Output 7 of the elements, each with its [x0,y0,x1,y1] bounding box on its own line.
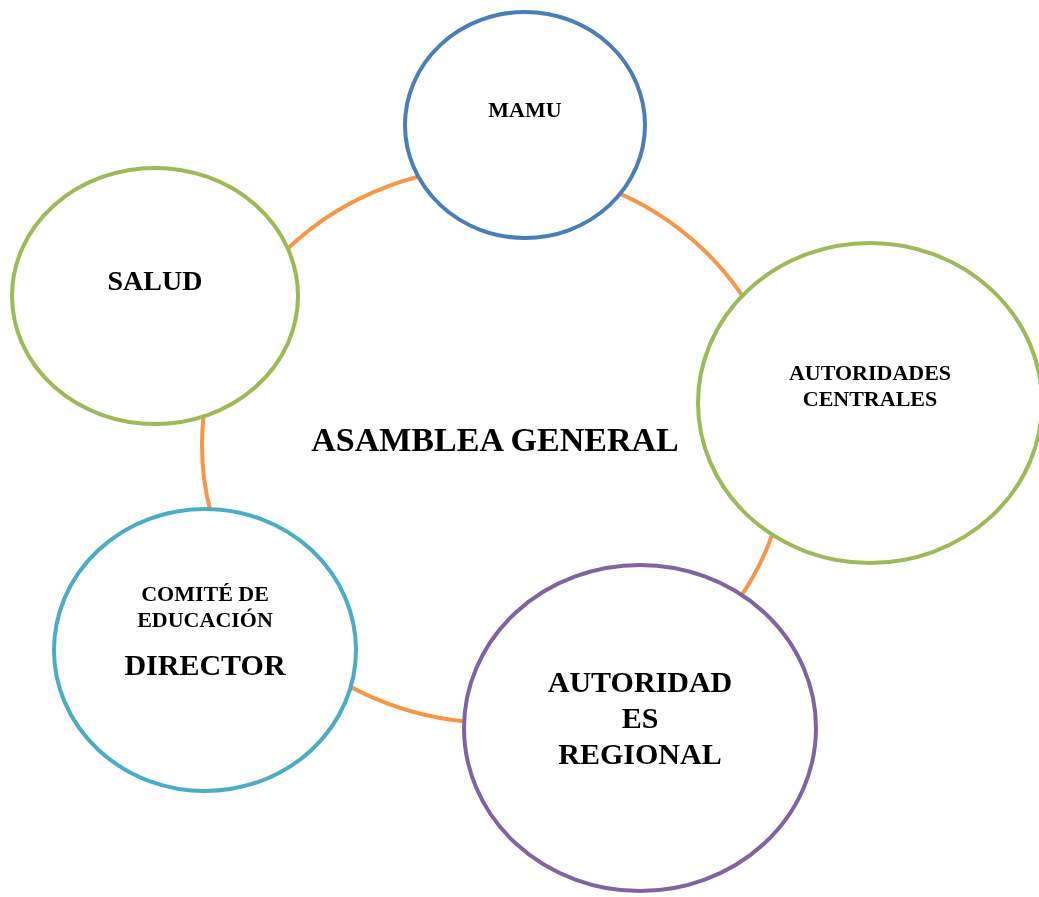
node-label: ASAMBLEA GENERAL [311,419,679,460]
node-label: COMITÉ DE EDUCACIÓN [136,580,274,634]
node-label: DIRECTOR [124,647,286,684]
node-label: SALUD [107,264,203,298]
node-label: AUTORIDAD ES REGIONAL [547,664,733,772]
node-label: MAMU [488,96,562,124]
node-label: AUTORIDADES CENTRALES [787,359,953,413]
